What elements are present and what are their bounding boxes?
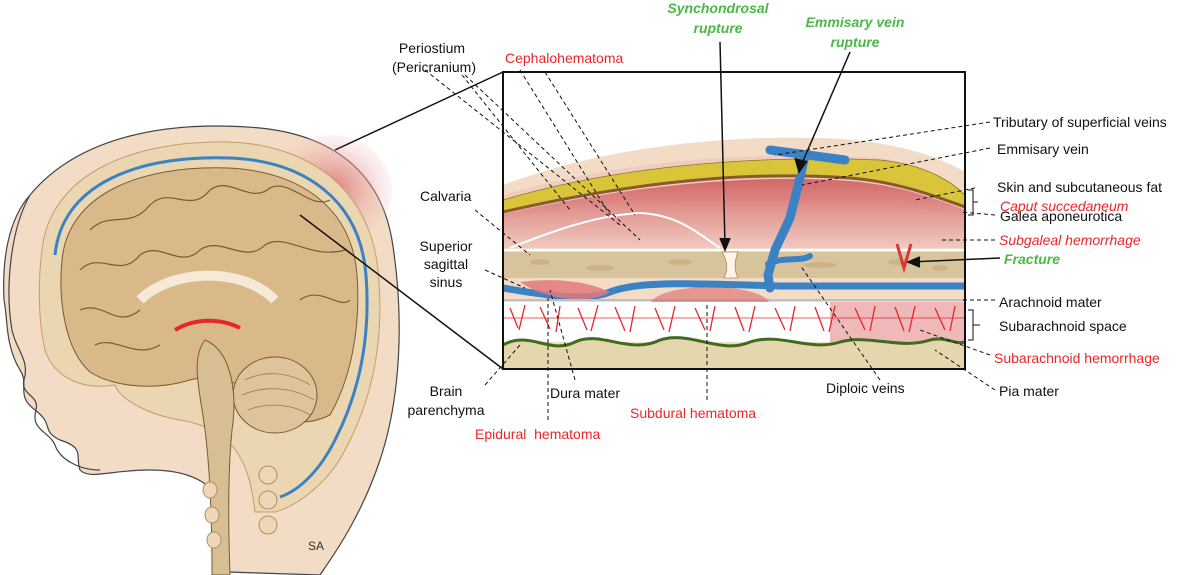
signature: SA [308,539,324,553]
brain-parenchyma [503,337,965,369]
label-pericranium: (Pericranium) [391,59,476,75]
label-brain: Brain [429,383,463,399]
brainstem [196,339,235,575]
label-sinus: sinus [429,274,463,290]
label-fracture: Fracture [1004,251,1061,267]
epidural-lens [520,280,610,300]
gyri [79,185,351,351]
label-synchondrosal-rupture-1: Synchondrosal [667,0,769,16]
label-parenchyma: parenchyma [407,402,485,418]
label-synchondrosal-rupture-2: rupture [693,20,743,36]
label-epidural: Epidural hematoma [475,426,601,442]
label-superior: Superior [419,238,473,254]
label-pia: Pia mater [999,383,1059,399]
label-sagittal: sagittal [423,256,469,272]
emissary-vein [763,173,805,293]
corpus-callosum [136,270,279,304]
subarachnoid-bracket [968,309,980,341]
label-emmisary-rupture-1: Emmisary vein [805,14,905,30]
arrows [719,41,1001,268]
subgaleal-region [503,178,965,248]
label-cephalohematoma: Cephalohematoma [505,50,624,66]
label-periostium: Periostium [398,40,466,56]
label-arachnoid: Arachnoid mater [999,294,1102,310]
label-skin-fat: Skin and subcutaneous fat [997,179,1163,195]
label-subarachnoid-space: Subarachnoid space [999,318,1127,334]
head-sagittal-section: SA [3,125,400,575]
subarachnoid-vessels [503,304,965,333]
dura-line [53,156,369,499]
label-tributary: Tributary of superficial veins [993,114,1167,130]
leader-lines [424,69,996,420]
zoom-box [503,72,965,369]
intraventricular-red [173,318,241,332]
label-subgaleal: Subgaleal hemorrhage [999,232,1141,248]
zoom-line-bottom [299,214,504,370]
superficial-tributary [765,145,850,165]
cephalohematoma-arc [509,211,721,249]
face [8,194,101,471]
zoom-line-top [334,71,504,151]
label-diploic: Diploic veins [826,380,905,396]
label-galea: Galea aponeurotica [1000,208,1123,224]
label-emmisary-rupture-2: rupture [830,34,880,50]
fracture-mark [895,243,913,274]
label-calvaria: Calvaria [420,188,472,204]
synchondrosis [721,251,739,279]
diploic-veins [765,253,813,267]
label-caput-succedaneum: Caput succedaneum [1000,198,1129,214]
label-subarachnoid-hemorrhage: Subarachnoid hemorrhage [994,350,1160,366]
label-subdural: Subdural hematoma [630,405,757,421]
pia-line [503,336,965,348]
caput-bracket [968,189,978,216]
vertebrae [202,465,278,549]
label-dura: Dura mater [550,385,621,401]
label-emmisary-vein: Emmisary vein [997,141,1089,157]
